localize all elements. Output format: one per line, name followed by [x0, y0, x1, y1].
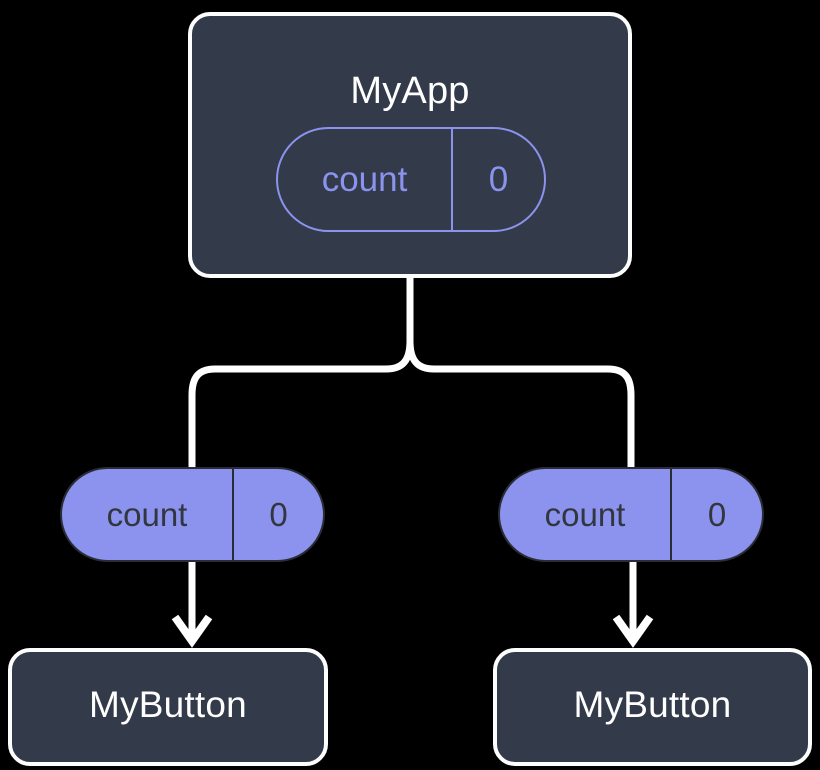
state-pill-child-left-key: count — [62, 469, 234, 560]
component-box-mybutton-left[interactable]: MyButton — [8, 648, 328, 766]
wire-branch-right — [406, 337, 635, 474]
state-pill-child-right-value: 0 — [707, 495, 727, 533]
component-title-myapp: MyApp — [350, 70, 470, 112]
state-pill-child-right[interactable]: count 0 — [498, 467, 764, 562]
component-box-mybutton-right[interactable]: MyButton — [493, 648, 812, 766]
state-pill-myapp-value: 0 — [488, 159, 509, 199]
state-pill-child-left-value: 0 — [269, 495, 288, 533]
component-title-mybutton-right: MyButton — [573, 684, 732, 725]
component-title-mybutton-left: MyButton — [89, 684, 247, 725]
state-pill-myapp-key: count — [278, 129, 453, 230]
state-pill-myapp[interactable]: count 0 — [276, 127, 546, 232]
arrow-head-right-icon — [612, 614, 654, 648]
arrow-head-left-icon — [171, 614, 213, 648]
state-pill-child-left[interactable]: count 0 — [60, 467, 325, 562]
wire-branch-left — [188, 337, 414, 474]
state-pill-child-right-key: count — [500, 469, 672, 560]
